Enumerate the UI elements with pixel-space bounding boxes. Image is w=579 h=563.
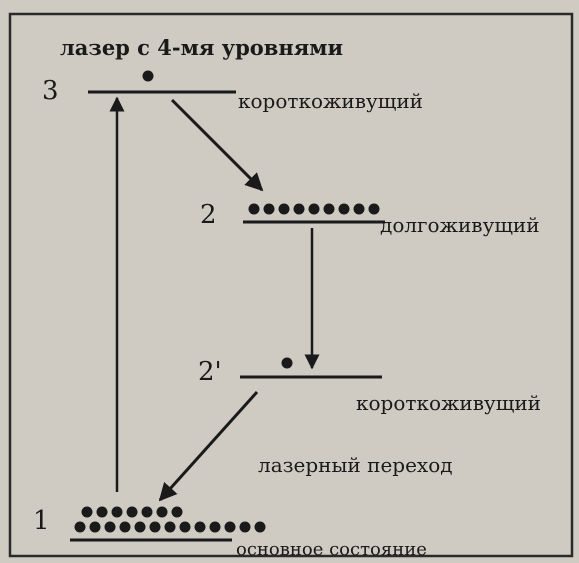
level-3-population <box>142 70 154 82</box>
electron-dot <box>149 521 161 533</box>
diagram-title: лазер с 4-мя уровнями <box>60 35 343 60</box>
electron-dot <box>89 521 101 533</box>
level-2-description: долгоживущий <box>380 213 540 237</box>
level-2p-label: 2' <box>198 357 222 387</box>
electron-dot <box>104 521 116 533</box>
laser-arrow-2p-to-1 <box>158 390 259 502</box>
level-3-description: короткоживущий <box>238 89 423 113</box>
electron-dot <box>254 521 266 533</box>
level-2-label: 2 <box>200 200 217 230</box>
level-2p-population <box>281 357 293 369</box>
electron-dot <box>142 70 154 82</box>
electron-dot <box>81 506 93 518</box>
level-1-description: основное состояние <box>236 539 427 560</box>
electron-dot <box>281 357 293 369</box>
electron-dot <box>368 203 380 215</box>
decay-arrow-3-to-2 <box>170 98 264 192</box>
electron-dot <box>293 203 305 215</box>
electron-dot <box>164 521 176 533</box>
electron-dot <box>179 521 191 533</box>
electron-dot <box>111 506 123 518</box>
electron-dot <box>134 521 146 533</box>
electron-dot <box>278 203 290 215</box>
electron-dot <box>156 506 168 518</box>
electron-dot <box>119 521 131 533</box>
electron-dot <box>126 506 138 518</box>
electron-dot <box>224 521 236 533</box>
electron-dot <box>171 506 183 518</box>
frame-border <box>8 12 574 558</box>
electron-dot <box>239 521 251 533</box>
electron-dot <box>263 203 275 215</box>
laser-transition-label: лазерный переход <box>258 453 453 477</box>
electron-dot <box>353 203 365 215</box>
electron-dot <box>248 203 260 215</box>
level-1-population <box>74 506 266 533</box>
electron-dot <box>141 506 153 518</box>
electron-dot <box>194 521 206 533</box>
level-1-label: 1 <box>33 506 50 536</box>
electron-dot <box>338 203 350 215</box>
electron-dot <box>209 521 221 533</box>
electron-dot <box>323 203 335 215</box>
electron-dot <box>308 203 320 215</box>
level-2p-description: короткоживущий <box>356 391 541 415</box>
electron-dot <box>96 506 108 518</box>
level-2-population <box>248 203 380 215</box>
level-3-label: 3 <box>42 76 59 106</box>
electron-dot <box>74 521 86 533</box>
